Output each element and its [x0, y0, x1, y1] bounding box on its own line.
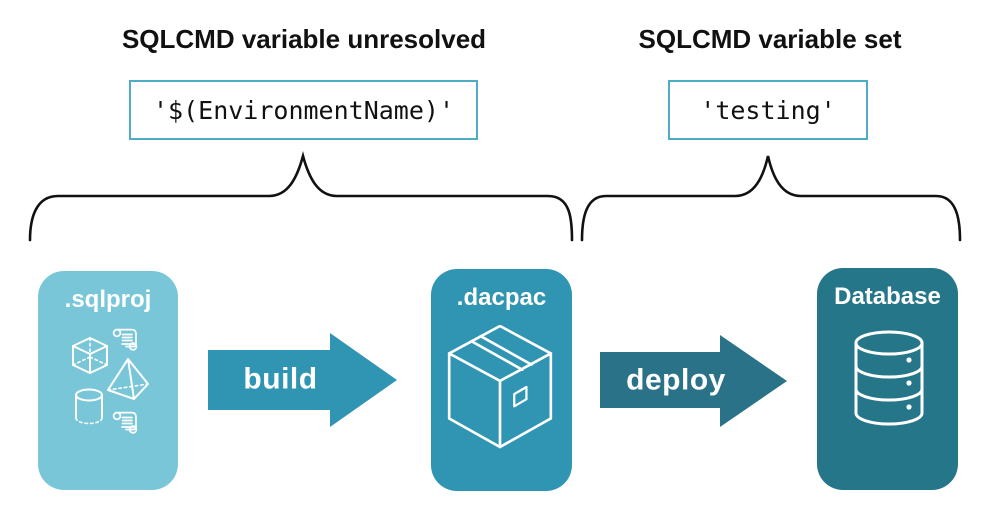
code-value-set: 'testing' — [700, 95, 836, 125]
node-dacpac: .dacpac — [431, 269, 572, 491]
deploy-arrow: deploy — [600, 335, 787, 427]
left-brace — [28, 151, 574, 242]
code-box-unresolved: '$(EnvironmentName)' — [129, 80, 478, 140]
node-label-dacpac: .dacpac — [456, 284, 547, 311]
annotation-title-set: SQLCMD variable set — [638, 24, 902, 54]
node-label-database: Database — [834, 283, 941, 310]
node-label-sqlproj: .sqlproj — [64, 286, 152, 313]
annotation-title-unresolved: SQLCMD variable unresolved — [121, 24, 487, 54]
deploy-arrow-shape — [600, 335, 787, 427]
package-icon — [447, 325, 553, 449]
code-box-set: 'testing' — [668, 80, 868, 140]
code-value-unresolved: '$(EnvironmentName)' — [152, 95, 455, 125]
node-sqlproj: .sqlproj — [38, 271, 178, 490]
build-arrow-label: build — [243, 362, 318, 396]
build-arrow: build — [208, 333, 397, 427]
database-icon — [854, 330, 924, 426]
build-arrow-shape — [208, 333, 397, 427]
deploy-arrow-label: deploy — [626, 363, 726, 397]
right-brace — [580, 155, 962, 242]
node-database: Database — [817, 268, 958, 490]
